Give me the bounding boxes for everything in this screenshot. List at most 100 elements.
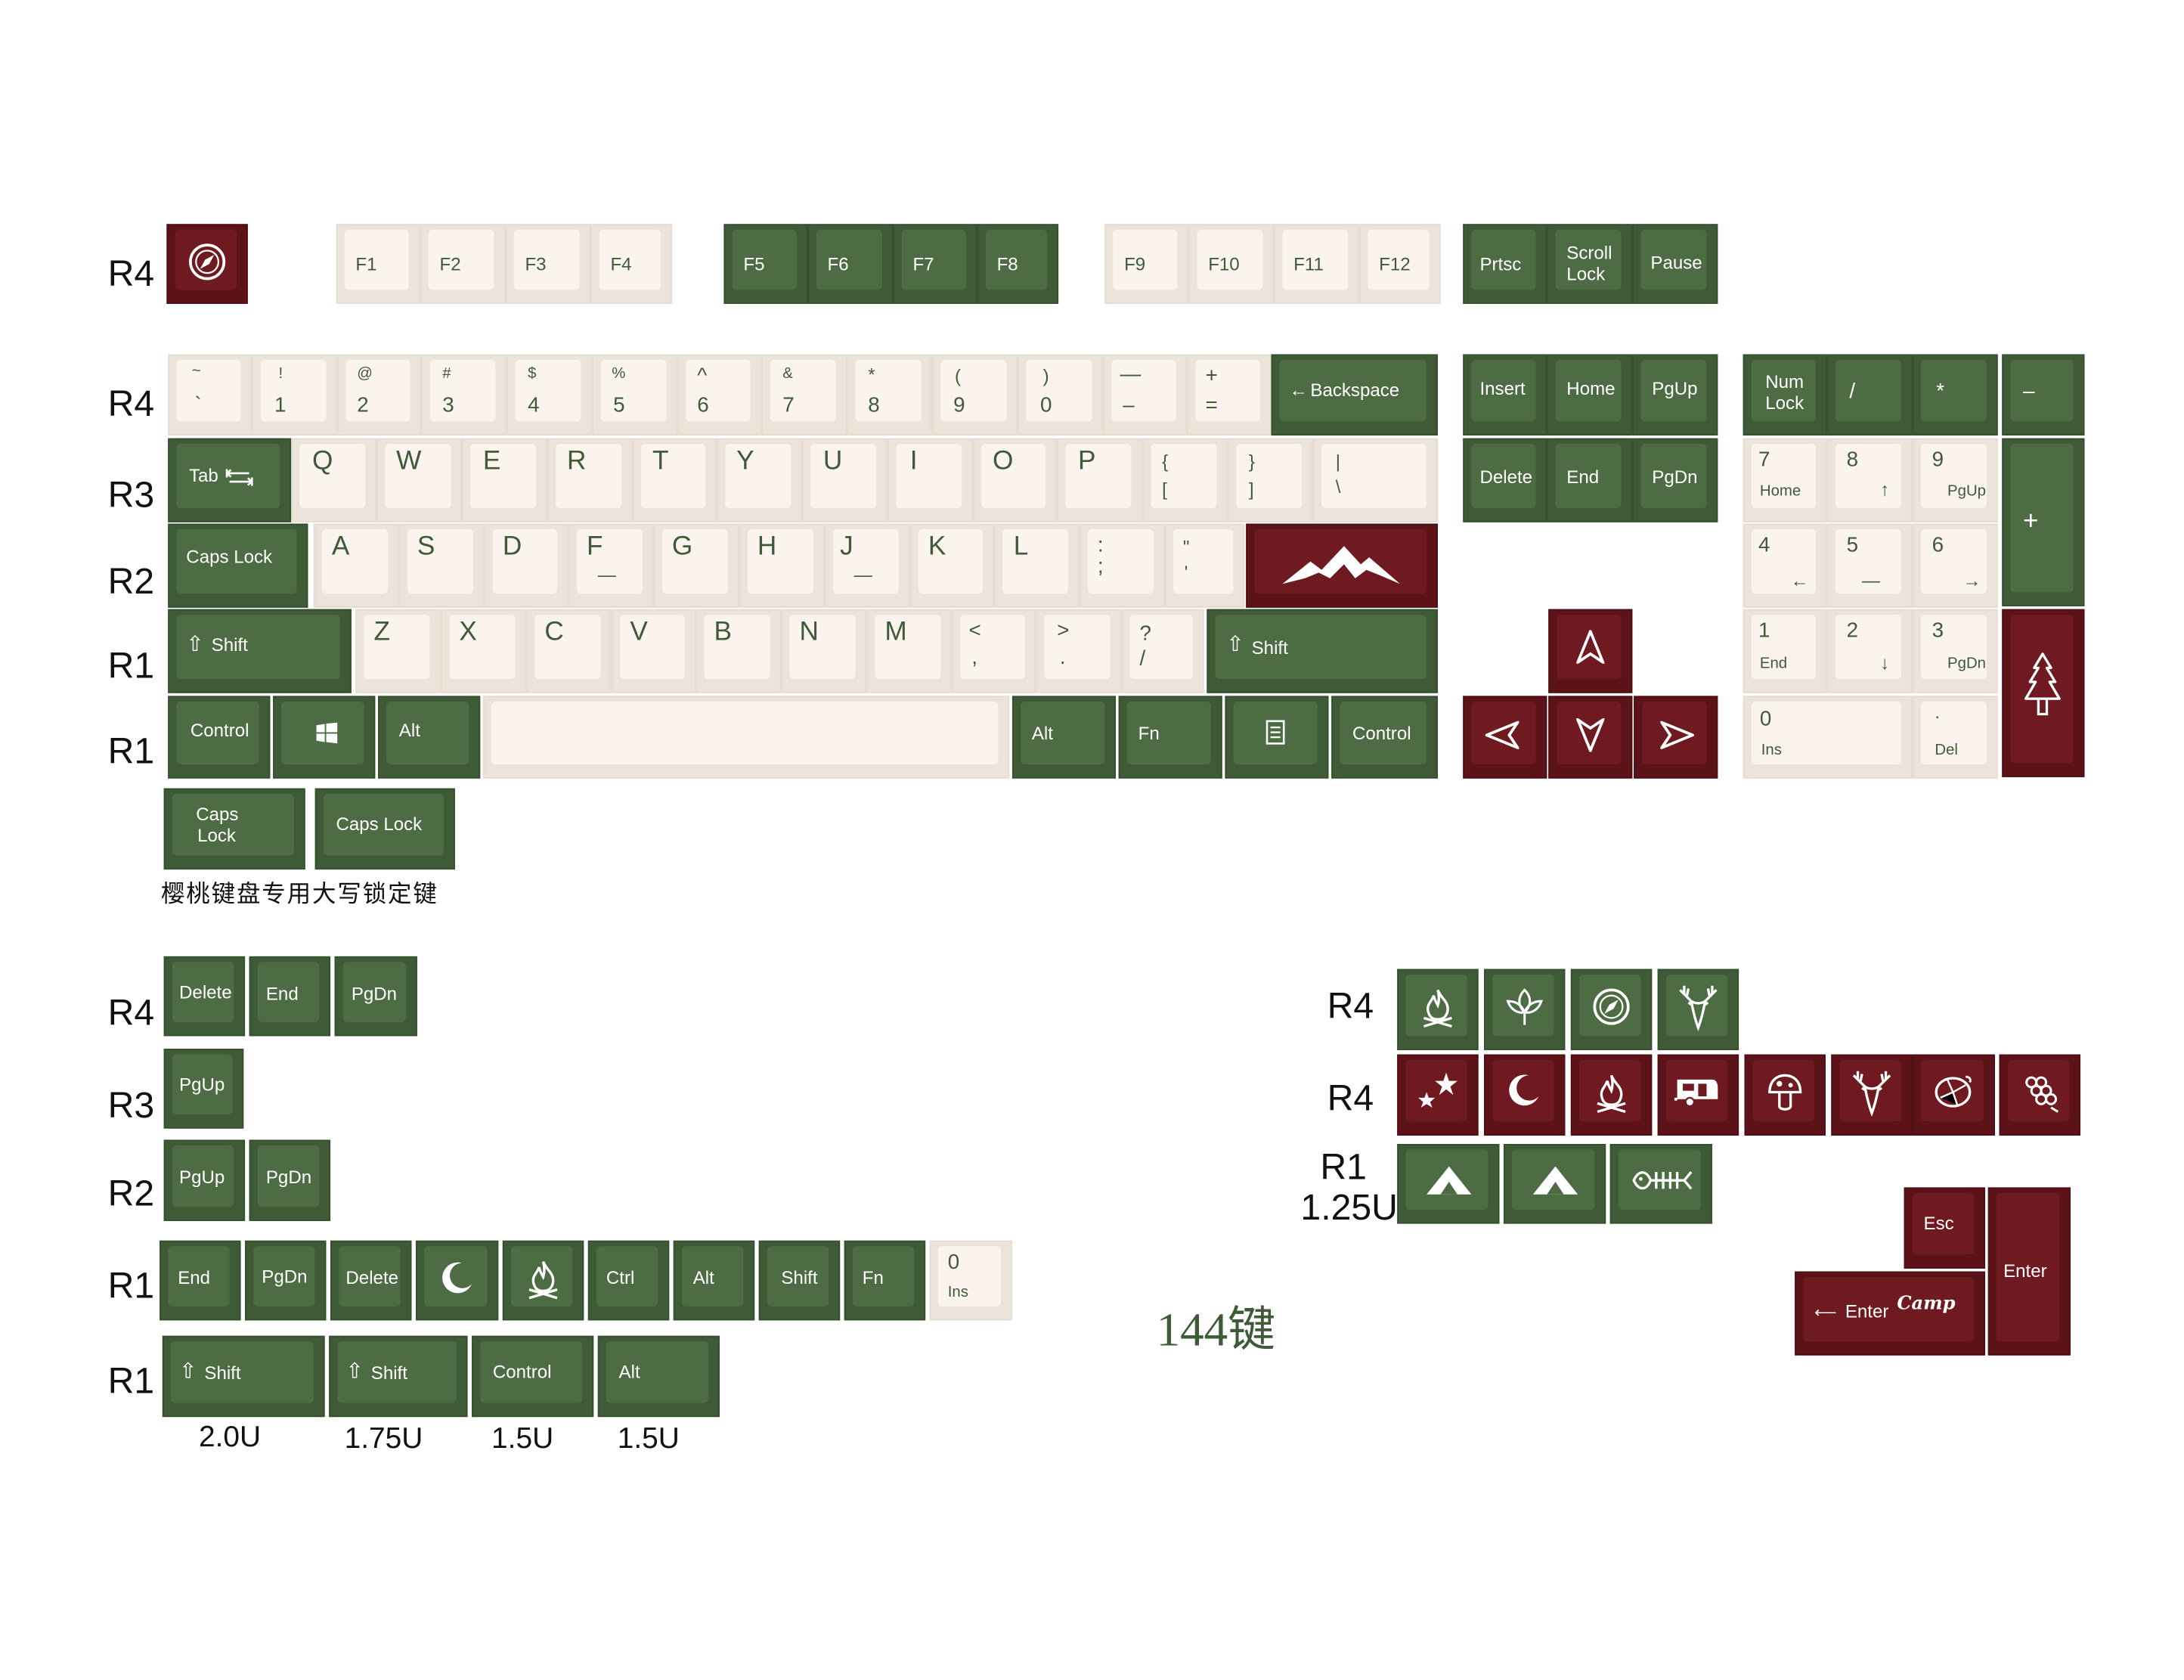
f11-key[interactable]: F11 — [1274, 224, 1360, 304]
key-h[interactable]: H — [739, 523, 825, 608]
numpad-8-key[interactable]: 8↑ — [1826, 438, 1913, 522]
home-key[interactable]: Home — [1547, 354, 1633, 435]
equal-key[interactable]: += — [1187, 354, 1272, 435]
key-p[interactable]: P — [1057, 438, 1143, 522]
key-y[interactable]: Y — [717, 438, 803, 522]
f12-key[interactable]: F12 — [1359, 224, 1441, 304]
numpad-minus-key[interactable]: – — [2002, 354, 2085, 435]
left-shift-key[interactable]: ⇧Shift — [168, 609, 352, 693]
esc-key[interactable]: Esc — [1904, 1187, 1986, 1269]
novelty-grapes-key[interactable] — [1999, 1054, 2080, 1136]
menu-key[interactable] — [1225, 696, 1329, 779]
delete-key[interactable]: Delete — [1463, 438, 1547, 522]
key-o[interactable]: O — [973, 438, 1058, 522]
enter-mountain-key[interactable] — [1246, 523, 1438, 608]
pause-key[interactable]: Pause — [1632, 224, 1718, 304]
esc-compass-key[interactable] — [166, 224, 248, 304]
slash-key[interactable]: ?/ — [1121, 609, 1204, 693]
f5-key[interactable]: F5 — [723, 224, 808, 304]
key-t[interactable]: T — [633, 438, 717, 522]
key-m[interactable]: M — [866, 609, 953, 693]
right-control-key[interactable]: Control — [1331, 696, 1438, 779]
key-0[interactable]: )0 — [1018, 354, 1104, 435]
left-alt-key[interactable]: Alt — [378, 696, 481, 779]
novelty-mushroom-key[interactable] — [1744, 1054, 1826, 1136]
f4-key[interactable]: F4 — [590, 224, 672, 304]
right-alt-key[interactable]: Alt — [1011, 696, 1116, 779]
fn-key[interactable]: Fn — [1118, 696, 1222, 779]
key-c[interactable]: C — [526, 609, 612, 693]
numpad-6-key[interactable]: 6→ — [1912, 523, 1998, 608]
key-2[interactable]: @2 — [337, 354, 422, 435]
key-8[interactable]: *8 — [847, 354, 933, 435]
numpad-enter-pine-key[interactable] — [2002, 609, 2085, 777]
key-6[interactable]: ^6 — [677, 354, 762, 435]
novelty-tent-b-key[interactable] — [1503, 1144, 1606, 1224]
key-3[interactable]: #3 — [421, 354, 507, 435]
novelty-moon-key[interactable] — [1484, 1054, 1566, 1136]
extra-pgdn-r1-key[interactable]: PgDn — [245, 1240, 327, 1321]
key-x[interactable]: X — [441, 609, 527, 693]
right-bracket-key[interactable]: }] — [1228, 438, 1314, 522]
key-5[interactable]: %5 — [592, 354, 678, 435]
extra-end-r1-key[interactable]: End — [160, 1240, 241, 1321]
arrow-down-key[interactable] — [1548, 696, 1633, 779]
novelty-deer-red-key[interactable] — [1831, 1054, 1913, 1136]
semicolon-key[interactable]: :; — [1079, 523, 1165, 608]
key-u[interactable]: U — [802, 438, 888, 522]
novelty-camper-key[interactable] — [1657, 1054, 1739, 1136]
key-q[interactable]: Q — [291, 438, 377, 522]
extra-pgup-r2-key[interactable]: PgUp — [163, 1139, 246, 1221]
novelty-compass-key[interactable] — [1570, 969, 1653, 1050]
novelty-lemon-key[interactable] — [1912, 1054, 1995, 1136]
key-b[interactable]: B — [695, 609, 782, 693]
numpad-multiply-key[interactable]: * — [1912, 354, 1998, 435]
numpad-divide-key[interactable]: / — [1826, 354, 1913, 435]
left-control-key[interactable]: Control — [168, 696, 271, 779]
novelty-tent-a-key[interactable] — [1397, 1144, 1500, 1224]
pgdn-key[interactable]: PgDn — [1632, 438, 1718, 522]
key-z[interactable]: Z — [355, 609, 441, 693]
f10-key[interactable]: F10 — [1188, 224, 1275, 304]
f2-key[interactable]: F2 — [420, 224, 506, 304]
novelty-campfire-red-key[interactable] — [1570, 1054, 1653, 1136]
extra-pgdn-r2-key[interactable]: PgDn — [249, 1139, 331, 1221]
key-k[interactable]: K — [909, 523, 994, 608]
extra-ctrl-key[interactable]: Ctrl — [587, 1240, 670, 1321]
numpad-dot-key[interactable]: .Del — [1912, 696, 1998, 779]
key-l[interactable]: L — [993, 523, 1080, 608]
numpad-5-key[interactable]: 5— — [1826, 523, 1913, 608]
key-7[interactable]: &7 — [761, 354, 847, 435]
mod-alt-15u-key[interactable]: Alt — [597, 1335, 720, 1418]
key-g[interactable]: G — [653, 523, 739, 608]
key-9[interactable]: (9 — [932, 354, 1018, 435]
left-bracket-key[interactable]: {[ — [1142, 438, 1228, 522]
extra-end-key[interactable]: End — [249, 956, 331, 1037]
mod-shift-175u-key[interactable]: ⇧Shift — [329, 1335, 468, 1418]
mod-shift-2u-key[interactable]: ⇧Shift — [162, 1335, 325, 1418]
arrow-up-key[interactable] — [1548, 609, 1633, 693]
key-4[interactable]: $4 — [507, 354, 593, 435]
f6-key[interactable]: F6 — [807, 224, 894, 304]
extra-delete-r1-key[interactable]: Delete — [330, 1240, 412, 1321]
extra-fn-key[interactable]: Fn — [844, 1240, 926, 1321]
pgup-key[interactable]: PgUp — [1632, 354, 1718, 435]
backslash-key[interactable]: |\ — [1313, 438, 1438, 522]
key-n[interactable]: N — [781, 609, 867, 693]
f8-key[interactable]: F8 — [977, 224, 1059, 304]
key-e[interactable]: E — [462, 438, 548, 522]
novelty-leaf-key[interactable] — [1484, 969, 1566, 1050]
key-a[interactable]: A — [313, 523, 399, 608]
caps-lock-alt-key[interactable]: Caps Lock — [314, 788, 455, 870]
arrow-left-key[interactable] — [1463, 696, 1547, 779]
right-shift-key[interactable]: ⇧Shift — [1207, 609, 1438, 693]
